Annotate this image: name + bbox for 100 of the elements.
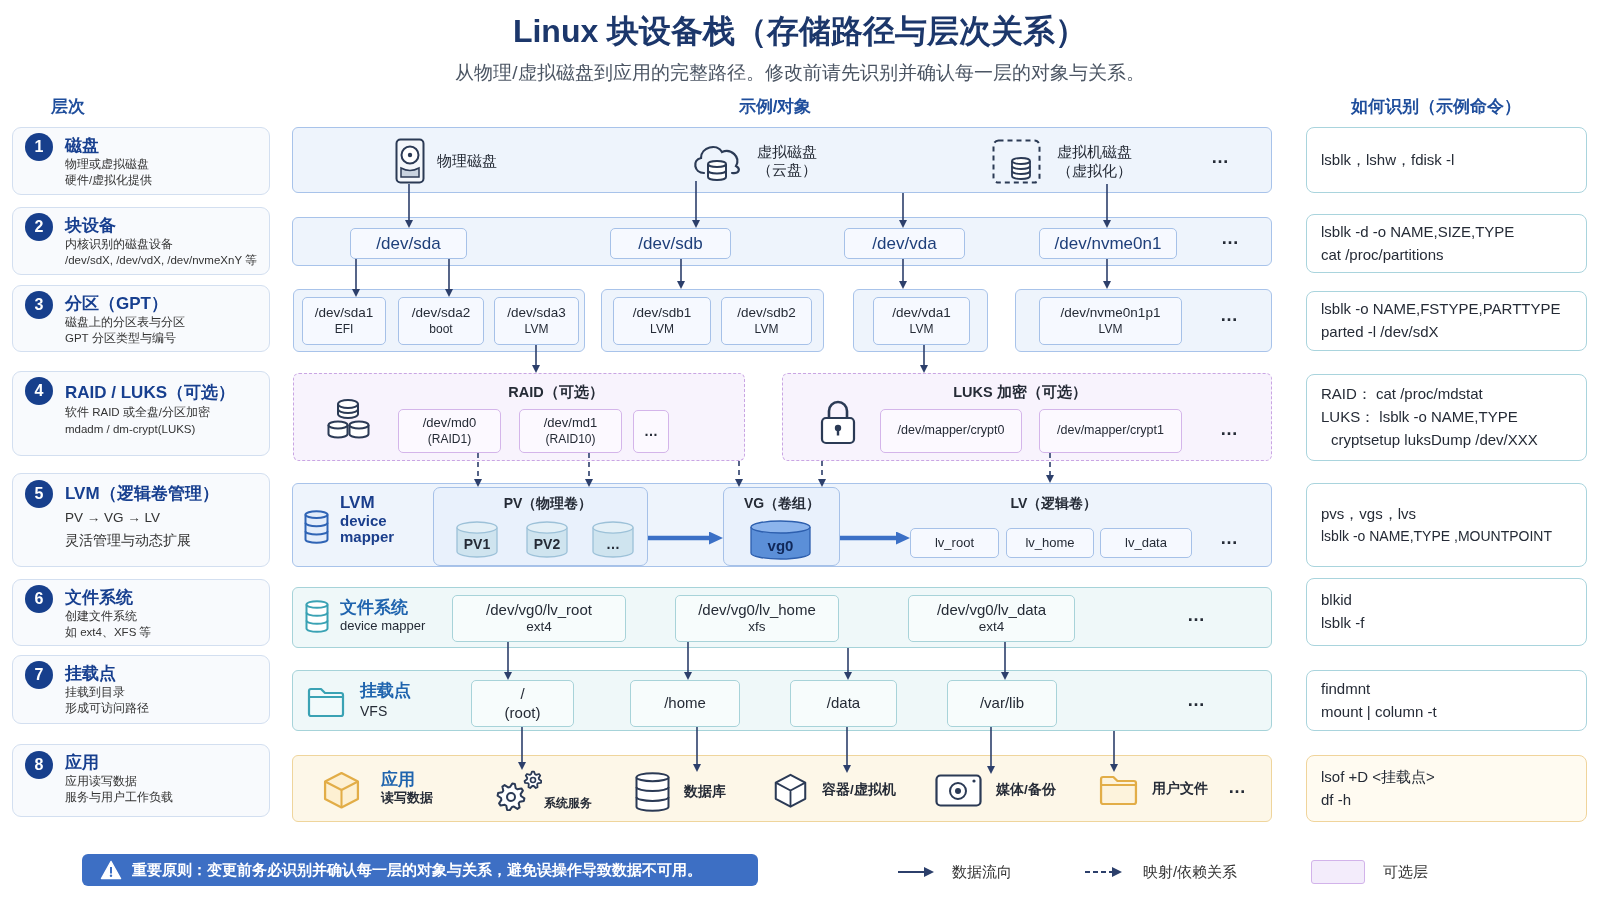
more-ellipsis: … (1221, 228, 1239, 250)
layer-band (292, 670, 1272, 731)
mount-point-box (790, 680, 897, 727)
more-ellipsis: … (1220, 305, 1238, 327)
command-line: cryptsetup luksDump /dev/XXX (1331, 430, 1539, 450)
partition-name: /dev/sdb2 (737, 305, 796, 322)
step-number: 5 (25, 480, 53, 508)
partition-name: /dev/nvme0n1p1 (1060, 305, 1161, 322)
mount-path: /data (826, 694, 861, 713)
device-name: /dev/md0 (422, 415, 477, 432)
arrow (692, 180, 700, 228)
warning-banner (82, 854, 758, 886)
app-label: 用户文件 (1152, 780, 1208, 798)
arrow (532, 344, 540, 373)
raid-level: (RAID10) (545, 431, 596, 447)
mount-path: /var/lib (979, 694, 1025, 713)
command-card (1306, 291, 1587, 351)
band-title: 挂载点 (360, 680, 411, 702)
command-card (1306, 755, 1587, 822)
layer-description: mdadm / dm-crypt(LUKS) (65, 421, 197, 436)
mount-point-box (471, 680, 574, 727)
partition-group (293, 289, 585, 352)
block-device-box (844, 228, 965, 259)
arrow (352, 258, 360, 297)
filesystem-type: xfs (748, 619, 766, 637)
panel-title: LUKS 加密（可选） (953, 382, 1087, 402)
layer-card (12, 579, 270, 646)
layer-description: 内核识别的磁盘设备 (65, 237, 174, 252)
layer-description: 如 ext4、XFS 等 (65, 624, 153, 639)
layer-title: 块设备 (65, 215, 117, 237)
dashed-arrow (1046, 452, 1054, 483)
command-card (1306, 670, 1587, 731)
step-number: 1 (25, 133, 53, 161)
device-name: /dev/vda (872, 232, 937, 255)
disk-type-label: （云盘） (757, 161, 817, 180)
device-name: /dev/sdb (638, 232, 703, 255)
layer-description: 创建文件系统 (65, 609, 138, 624)
panel-title: VG（卷组） (743, 495, 821, 513)
raid-device-box (398, 409, 501, 453)
device-name: /dev/nvme0n1 (1054, 232, 1162, 255)
filesystem-box (908, 595, 1075, 642)
dashed-arrow (474, 452, 482, 487)
block-device-box (350, 228, 467, 259)
partition-name: /dev/sda3 (507, 305, 566, 322)
logical-volume-box (1100, 528, 1192, 558)
mount-point-box (630, 680, 740, 727)
arrow (920, 344, 928, 373)
layer-card (12, 207, 270, 275)
device-name: /dev/mapper/crypt1 (1057, 423, 1164, 439)
band-title: LVM (340, 494, 376, 513)
partition-name: /dev/sdb1 (632, 305, 692, 322)
layer-description: PV → VG → LV (65, 510, 162, 528)
partition-box (398, 297, 484, 345)
band-title: 应用 (381, 769, 416, 791)
volume-label: vg0 (767, 536, 794, 556)
arrow (899, 258, 907, 289)
layer-description: 物理或虚拟磁盘 (65, 157, 150, 172)
command-line: lsblk -o NAME,FSTYPE,PARTTYPE (1321, 300, 1562, 319)
layer-title: RAID / LUKS（可选） (65, 382, 236, 404)
layer-band (292, 755, 1272, 822)
disk-type-label: （虚拟化） (1057, 161, 1132, 180)
partition-type: LVM (909, 321, 934, 337)
column-header: 示例/对象 (738, 96, 812, 118)
band-subtitle: device mapper (340, 618, 426, 635)
layer-title: 分区（GPT） (65, 293, 169, 315)
device-name: /dev/md1 (543, 415, 598, 432)
legend-label: 映射/依赖关系 (1143, 863, 1238, 881)
more-ellipsis: … (1211, 147, 1229, 169)
layer-title: LVM（逻辑卷管理） (65, 483, 220, 505)
arrow (1103, 183, 1111, 228)
legend-label: 可选层 (1383, 863, 1428, 881)
mapper-device-box (1039, 409, 1182, 453)
command-line: lsof +D <挂载点> (1321, 767, 1436, 787)
arrow (1001, 641, 1009, 680)
partition-type: EFI (334, 321, 354, 337)
disk-type-label: 物理磁盘 (437, 151, 497, 171)
command-line: pvs，vgs，lvs (1321, 504, 1418, 524)
filesystem-type: ext4 (978, 619, 1005, 637)
layer-description: 磁盘上的分区表与分区 (65, 315, 186, 330)
arrow (445, 258, 453, 297)
arrow (677, 258, 685, 289)
layer-card (12, 655, 270, 724)
page-subtitle: 从物理/虚拟磁盘到应用的完整路径。修改前请先识别并确认每一层的对象与关系。 (455, 61, 1145, 85)
command-line: RAID： cat /proc/mdstat (1321, 385, 1484, 405)
partition-type: LVM (754, 321, 779, 337)
layer-band (292, 587, 1272, 648)
partition-box (302, 297, 386, 345)
command-line: cat /proc/partitions (1321, 245, 1445, 265)
dashed-arrow (585, 452, 593, 487)
step-number: 8 (25, 751, 53, 779)
partition-type: LVM (650, 321, 674, 337)
layer-title: 应用 (65, 752, 100, 774)
disk-type-label: 虚拟机磁盘 (1057, 143, 1132, 162)
device-path: /dev/vg0/lv_root (486, 600, 592, 620)
more-ellipsis: … (1187, 605, 1205, 627)
step-number: 4 (25, 377, 53, 405)
layer-card (12, 744, 270, 817)
layer-card (12, 127, 270, 195)
more-ellipsis: … (1228, 777, 1246, 799)
volume-panel (723, 487, 840, 566)
